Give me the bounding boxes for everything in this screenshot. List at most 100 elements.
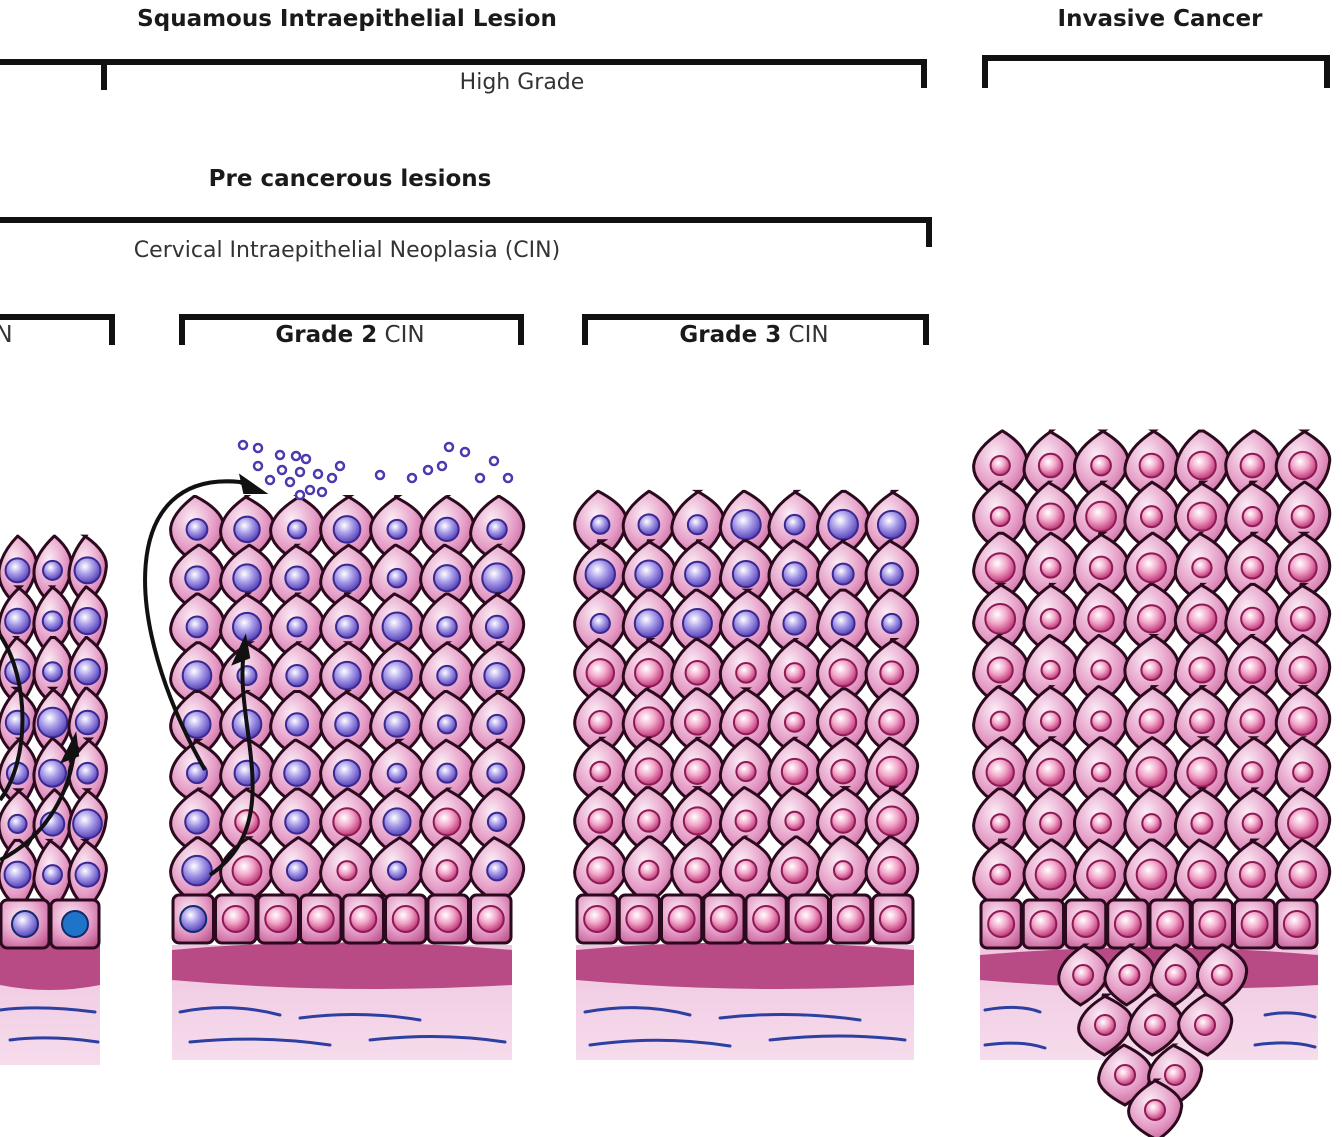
grade-1-label-partial: N [0,322,13,348]
cell-nucleus [12,911,38,937]
cell-nucleus [1292,506,1314,528]
cell-nucleus [783,612,805,634]
virion [490,457,498,465]
cell-nucleus [1188,861,1215,888]
cell-nucleus [879,710,904,735]
cell-nucleus [638,514,659,535]
cell-nucleus [991,814,1009,832]
virion [266,476,274,484]
virion [306,486,314,494]
cell-nucleus [991,712,1010,731]
cell-nucleus [831,809,855,833]
epithelium-grade-2 [171,496,524,943]
cell-nucleus [731,510,760,539]
cell-nucleus [1212,965,1232,985]
cell-nucleus [487,861,507,881]
cell-nucleus [75,659,100,684]
cell-nucleus [1243,814,1262,833]
cell-nucleus [284,760,310,786]
cell-nucleus [1188,503,1216,531]
cell-nucleus [589,711,611,733]
cell-nucleus [880,661,903,684]
cell-nucleus [782,759,807,784]
cell-nucleus [287,861,307,881]
cell-nucleus [1119,965,1139,985]
cell-nucleus [1037,503,1063,529]
heading-invasive-cancer: Invasive Cancer [1058,6,1263,32]
virion [302,455,310,463]
cell-nucleus [830,659,857,686]
cell-nucleus [1240,709,1264,733]
cell-nucleus [1243,507,1262,526]
cell-nucleus [1137,757,1167,787]
cell-nucleus [233,564,260,591]
cell-nucleus [1187,604,1216,633]
cell-nucleus [733,561,759,587]
cell-nucleus [688,515,707,534]
cell-nucleus [733,611,759,637]
cell-nucleus [736,860,757,881]
grade-3-suffix: CIN [789,322,829,348]
cell-nucleus [1242,911,1268,937]
cell-nucleus [638,810,659,831]
cell-nucleus [1091,456,1111,476]
cell-nucleus [437,617,457,637]
cell-nucleus [831,760,855,784]
cell-nucleus [1115,1065,1135,1085]
cell-nucleus [1140,454,1164,478]
cell-nucleus [785,713,804,732]
cell-nucleus [43,865,62,884]
cell-nucleus [39,760,66,787]
cell-nucleus [1091,660,1110,679]
cell-nucleus [77,763,98,784]
cell-nucleus [586,559,615,588]
cell-nucleus [43,561,62,580]
cell-nucleus [1290,861,1316,887]
cell-nucleus [1041,711,1060,730]
cell-nucleus [437,666,456,685]
grade-3-number: Grade 3 [679,322,781,348]
cell-nucleus [1284,911,1310,937]
heading-precancerous-lesions: Pre cancerous lesions [209,166,492,192]
cell-nucleus [383,612,412,641]
cell-nucleus [75,557,101,583]
virion [408,474,416,482]
cell-nucleus [385,712,410,737]
cell-nucleus [828,510,858,540]
cell-nucleus [333,662,360,689]
cell-nucleus [1289,452,1316,479]
cell-nucleus [1242,557,1264,579]
cell-nucleus [785,663,804,682]
cell-nucleus [880,906,906,932]
cell-nucleus [1041,558,1061,578]
virion [424,466,432,474]
cell-nucleus [669,906,695,932]
cell-nucleus [185,810,209,834]
cell-nucleus [382,661,412,691]
cell-nucleus [736,811,757,832]
virion [239,441,247,449]
heading-high-grade: High Grade [460,70,585,95]
cell-nucleus [881,563,903,585]
cell-nucleus [74,608,100,634]
cell-nucleus [634,707,664,737]
cell-nucleus [1140,709,1164,733]
cell-nucleus [1141,660,1161,680]
cell-nucleus [834,861,852,879]
grade-2-number: Grade 2 [275,322,377,348]
cell-nucleus [265,906,291,932]
cell-nucleus [991,456,1010,475]
cell-nucleus [1291,607,1315,631]
cell-nucleus [833,564,854,585]
cell-nucleus [988,657,1013,682]
cell-nucleus [388,764,407,783]
heading-cervical-intraepithelial-neoplasia: Cervical Intraepithelial Neoplasia (CIN) [134,238,560,263]
cell-nucleus [685,759,710,784]
cell-nucleus [388,520,407,539]
grade-3-label: Grade 3 CIN [679,322,828,348]
cell-nucleus [1141,506,1162,527]
cell-nucleus [434,809,461,836]
cell-nucleus [1290,657,1316,683]
cell-nucleus [180,906,206,932]
